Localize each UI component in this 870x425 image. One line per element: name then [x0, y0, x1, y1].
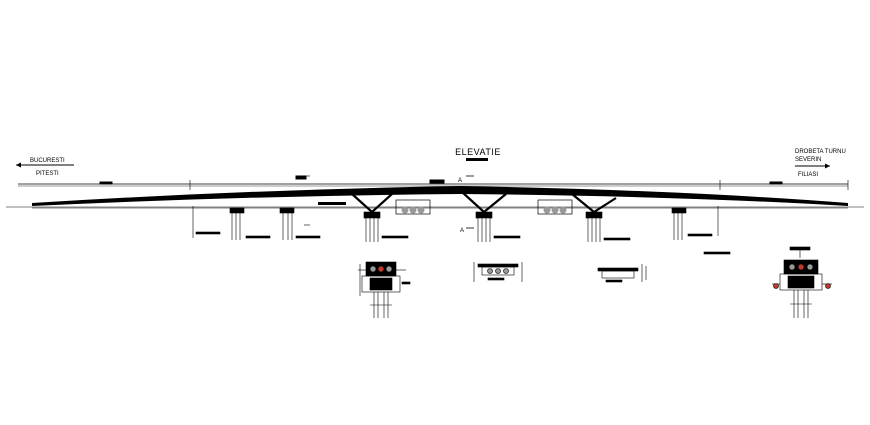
girder-section-detail — [597, 264, 647, 283]
drawing-title: ELEVATIE — [455, 147, 501, 157]
pier-6 — [585, 211, 631, 242]
deck-section-right — [537, 199, 573, 215]
road-profile — [18, 175, 849, 190]
pier-section-detail-left — [358, 261, 411, 318]
right-direction-line2: SEVERIN — [795, 157, 821, 163]
pier-7 — [671, 207, 713, 240]
pier-8 — [703, 206, 731, 255]
deck-cross-section-detail — [473, 262, 523, 282]
right-direction-label: DROBETA TURNU SEVERIN FILIASI — [795, 149, 846, 178]
left-direction-label: BUCURESTI PITESTI — [16, 158, 74, 177]
section-mark-bottom: A — [460, 228, 464, 234]
deck-section-left — [395, 199, 431, 215]
right-direction-line1: DROBETA TURNU — [795, 149, 846, 155]
pier-4 — [363, 211, 409, 242]
pier-5 — [475, 211, 521, 242]
right-direction-line3: FILIASI — [798, 172, 818, 178]
bridge-deck — [32, 186, 848, 206]
pier-2 — [229, 207, 271, 240]
title-underline-bar — [466, 158, 488, 161]
arrow-left-icon — [16, 162, 21, 168]
arrow-right-icon — [825, 163, 830, 169]
pier-3 — [279, 207, 321, 240]
section-mark-top: A — [458, 178, 462, 184]
pier-1 — [192, 206, 221, 238]
pier-section-detail-right — [772, 246, 832, 318]
left-direction-line1: BUCURESTI — [30, 158, 65, 164]
left-direction-line2: PITESTI — [36, 171, 59, 177]
